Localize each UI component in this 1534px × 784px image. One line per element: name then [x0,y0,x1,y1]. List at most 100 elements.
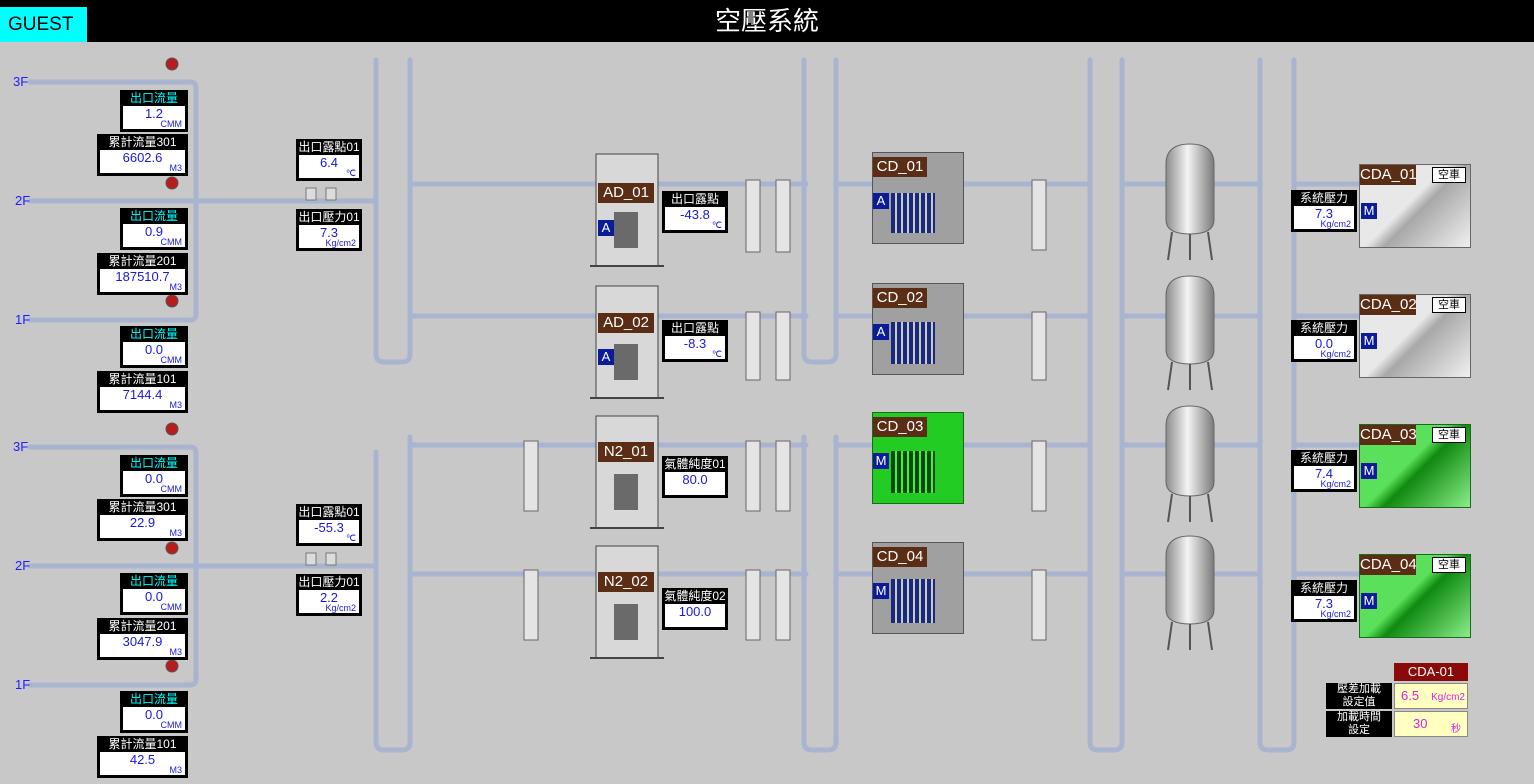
compressor-cda01[interactable]: CDA_01 空車 M [1359,164,1471,248]
flow-label: 出口流量301 [129,91,178,120]
dryer-reading-tag[interactable]: 出口露點 -43.8℃ [662,191,728,233]
reading-label: 出口露點 [670,192,719,206]
purity-tag[interactable]: 氣體純度01 80.0 [662,456,728,498]
pressure-label: 系統壓力 [1299,581,1348,595]
flow-label: 出口流量101 [129,327,178,356]
cooler-label: CD_03 [873,417,927,437]
dew-value: -55.3 [314,520,344,535]
dryer-label-n201[interactable]: N2_01 [598,442,654,462]
cooler-mode[interactable]: A [873,193,889,209]
purity-label: 氣體純度02 [664,589,726,603]
compressor-label: CDA_01 [1360,165,1417,185]
total-label: 累計流量201 [108,619,177,633]
diff-input[interactable]: 6.5 Kg/cm2 [1394,683,1468,709]
compressor-label: CDA_04 [1360,555,1417,575]
compressor-mode[interactable]: M [1361,333,1377,349]
cooler-mode[interactable]: M [873,453,889,469]
dryer-mode-ad02[interactable]: A [598,349,614,365]
total-unit: M3 [169,647,182,657]
pressure-unit: Kg/cm2 [325,238,356,248]
compressor-status: 空車 [1432,167,1466,183]
dew-unit: ℃ [345,168,356,178]
reading-label: 出口露點 [670,321,719,335]
pressure-label: 系統壓力 [1299,451,1348,465]
compressor-mode[interactable]: M [1361,593,1377,609]
total-value: 42.5 [129,752,156,767]
pipe-network [27,57,1365,753]
cooler-mode[interactable]: A [873,324,889,340]
cooler-label: CD_02 [873,288,927,308]
pressure-value: 0.0 [1314,336,1334,351]
time-input[interactable]: 30 秒 [1394,711,1468,737]
purity-value: 100.0 [678,604,712,619]
cooler-unit-cd04[interactable]: CD_04 M [872,542,964,634]
cooler-grille [891,451,935,493]
floor-label-lower-3f: 3F [13,439,29,454]
total-unit: M3 [169,282,182,292]
user-login-button[interactable]: GUEST [0,7,87,42]
compressor-cda03[interactable]: CDA_03 空車 M [1359,424,1471,508]
pressure-unit: Kg/cm2 [1320,219,1351,229]
dew-label: 出口露點01 [298,140,360,154]
cooler-unit-cd03[interactable]: CD_03 M [872,412,964,504]
cooler-unit-cd01[interactable]: CD_01 A [872,152,964,244]
dew-point-tag[interactable]: 出口露點01 6.4 ℃ [296,139,362,181]
floor-label-upper-2f: 2F [15,193,31,208]
total-value: 22.9 [129,515,156,530]
cooler-mode[interactable]: M [873,583,889,599]
dryer-label-ad02[interactable]: AD_02 [598,313,654,333]
diff-unit: Kg/cm2 [1431,692,1465,703]
dryer-reading-tag[interactable]: 出口露點 -8.3℃ [662,320,728,362]
pressure-unit: Kg/cm2 [1320,479,1351,489]
purity-tag[interactable]: 氣體純度02 100.0 [662,588,728,630]
compressor-cda02[interactable]: CDA_02 空車 M [1359,294,1471,378]
time-value: 30 [1413,716,1428,731]
reading-value: -8.3 [683,336,707,351]
dew-unit: ℃ [345,533,356,543]
reading-unit: ℃ [711,220,722,230]
compressor-status: 空車 [1432,297,1466,313]
total-value: 6602.6 [122,150,163,165]
compressor-mode[interactable]: M [1361,463,1377,479]
total-value: 7144.4 [122,387,163,402]
compressor-mode[interactable]: M [1361,203,1377,219]
pressure-value: 2.2 [319,590,339,605]
dryer-mode-ad01[interactable]: A [598,220,614,236]
dryer-label-n202[interactable]: N2_02 [598,572,654,592]
pressure-value: 7.3 [1314,596,1334,611]
floor-label-lower-1f: 1F [15,677,31,692]
dew-value: 6.4 [319,155,339,170]
total-unit: M3 [169,765,182,775]
cooler-grille [891,579,935,623]
total-unit: M3 [169,163,182,173]
total-label: 累計流量201 [108,254,177,268]
flow-unit: CMM [160,484,183,494]
flow-value: 0.0 [144,589,164,604]
cooler-label: CD_01 [873,157,927,177]
cooler-unit-cd02[interactable]: CD_02 A [872,283,964,375]
floor-label-lower-2f: 2F [15,558,31,573]
dew-point-tag[interactable]: 出口露點01 -55.3℃ [296,504,362,546]
diff-value: 6.5 [1401,688,1420,703]
compressor-cda04[interactable]: CDA_04 空車 M [1359,554,1471,638]
dryer-label-ad01[interactable]: AD_01 [598,183,654,203]
total-value: 187510.7 [115,269,170,284]
